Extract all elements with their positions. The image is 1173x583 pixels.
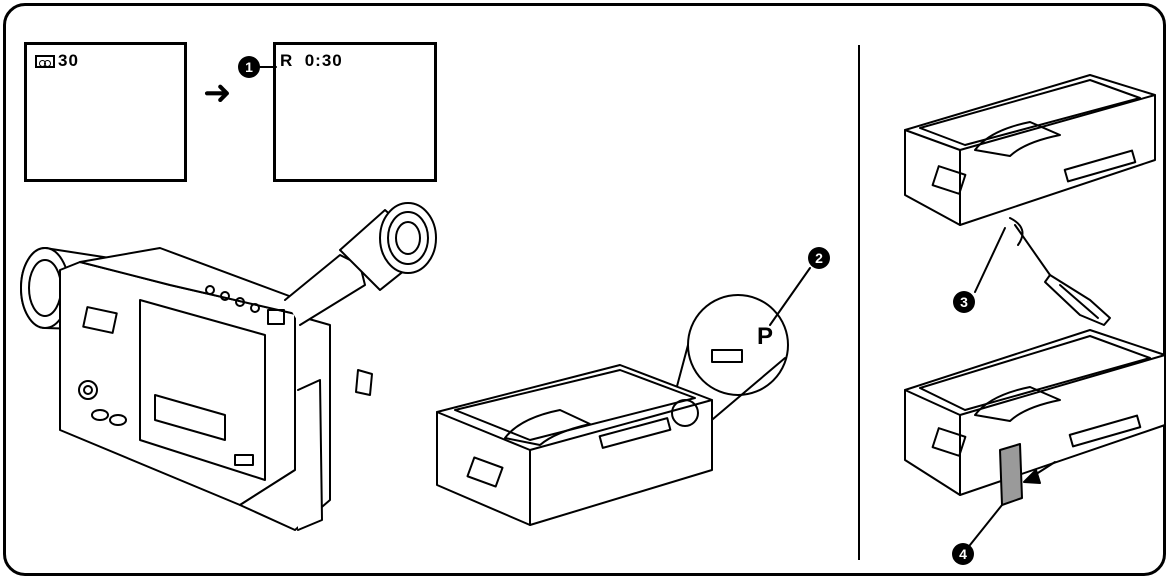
callout-marker-3: 3 — [953, 291, 975, 313]
erase-prevention-tab-label: P — [757, 323, 774, 350]
viewfinder-display-after: R 0:30 — [273, 42, 437, 182]
tape-remaining-counter: 30 — [58, 51, 79, 70]
section-divider — [858, 45, 860, 560]
cassette-icon — [35, 55, 55, 68]
leader-line-3 — [974, 227, 1006, 293]
camcorder-drawing — [20, 202, 437, 531]
callout-marker-1: 1 — [238, 56, 260, 78]
leader-line-4 — [969, 504, 1003, 546]
arrow-right-icon: ➜ — [203, 74, 232, 112]
cassette-top-right-drawing — [904, 74, 1156, 326]
record-time-display: R 0:30 — [280, 51, 343, 70]
illustration-frame — [3, 3, 1166, 576]
leader-line-2 — [769, 267, 811, 326]
viewfinder-display-before: 30 — [24, 42, 187, 182]
callout-marker-2: 2 — [808, 247, 830, 269]
tape-patch — [999, 443, 1023, 506]
cassette-bottom-right-drawing — [904, 329, 1166, 546]
tab-window-icon — [711, 349, 743, 363]
callout-marker-4: 4 — [952, 543, 974, 565]
cassette-center-drawing — [436, 364, 713, 526]
